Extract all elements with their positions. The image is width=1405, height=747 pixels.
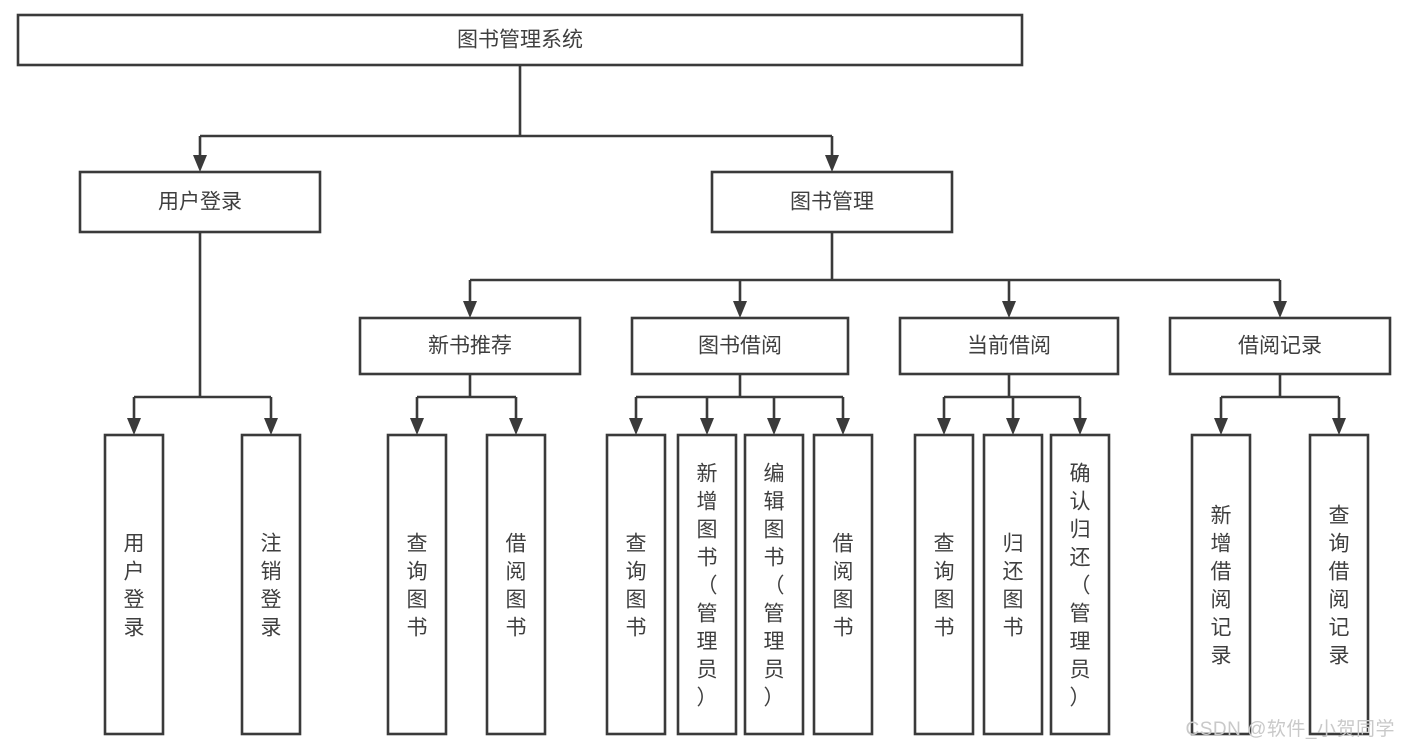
node-box[interactable] [1049,433,1111,736]
node-box[interactable] [1190,433,1252,736]
arrow-head-icon [1006,418,1020,435]
node-label: 编辑图书（管理员） [764,462,785,709]
node-label: 借阅记录 [1238,335,1322,358]
node-box[interactable] [16,13,1024,67]
node-label: 新书推荐 [428,335,512,358]
leaf-node-leaf-edit-book[interactable]: 编辑图书（管理员） [743,433,805,736]
node-label: 用户登录 [124,532,145,639]
arrow-head-icon [825,155,839,172]
node-boxes-layer: 图书管理系统用户登录图书管理新书推荐图书借阅当前借阅借阅记录用户登录注销登录查询… [16,13,1392,736]
node-label: 图书管理系统 [457,29,583,52]
arrow-head-icon [509,418,523,435]
node-box[interactable] [676,433,738,736]
leaf-node-leaf-return-book[interactable]: 归还图书 [982,433,1044,736]
arrow-head-icon [1273,301,1287,318]
node-box[interactable] [743,433,805,736]
node-box[interactable] [913,433,975,736]
arrow-head-icon [127,418,141,435]
leaf-node-leaf-add-book[interactable]: 新增图书（管理员） [676,433,738,736]
node-box[interactable] [386,433,448,736]
arrow-head-icon [629,418,643,435]
leaf-node-leaf-confirm-return[interactable]: 确认归还（管理员） [1049,433,1111,736]
arrow-head-icon [700,418,714,435]
arrow-head-icon [767,418,781,435]
node-label: 图书借阅 [698,335,782,358]
node-label: 新增图书（管理员） [697,462,718,709]
level2-node-book-manage[interactable]: 图书管理 [710,170,954,234]
node-label: 查询借阅记录 [1329,504,1350,667]
node-label: 借阅图书 [833,532,854,639]
node-box[interactable] [812,433,874,736]
leaf-node-leaf-borrow-book-1[interactable]: 借阅图书 [485,433,547,736]
leaf-node-leaf-borrow-book-2[interactable]: 借阅图书 [812,433,874,736]
node-label: 注销登录 [261,532,282,639]
node-box[interactable] [630,316,850,376]
node-box[interactable] [358,316,582,376]
leaf-node-leaf-user-login[interactable]: 用户登录 [103,433,165,736]
arrow-head-icon [937,418,951,435]
node-label: 确认归还（管理员） [1070,462,1091,709]
leaf-node-leaf-query-book-3[interactable]: 查询图书 [913,433,975,736]
arrow-head-icon [193,155,207,172]
leaf-node-leaf-add-record[interactable]: 新增借阅记录 [1190,433,1252,736]
connector-lines-layer [127,65,1346,435]
node-label: 用户登录 [158,191,242,214]
node-box[interactable] [982,433,1044,736]
arrow-head-icon [410,418,424,435]
level3-node-new-book-rec[interactable]: 新书推荐 [358,316,582,376]
node-label: 图书管理 [790,191,874,214]
arrow-head-icon [264,418,278,435]
root-node-root[interactable]: 图书管理系统 [16,13,1024,67]
node-label: 查询图书 [934,532,955,639]
node-box[interactable] [1308,433,1370,736]
level3-node-borrow-record[interactable]: 借阅记录 [1168,316,1392,376]
node-box[interactable] [1168,316,1392,376]
node-box[interactable] [240,433,302,736]
arrow-head-icon [1073,418,1087,435]
node-box[interactable] [898,316,1120,376]
arrow-head-icon [1332,418,1346,435]
level3-node-book-borrow[interactable]: 图书借阅 [630,316,850,376]
leaf-node-leaf-user-logout[interactable]: 注销登录 [240,433,302,736]
node-label: 查询图书 [407,532,428,639]
leaf-node-leaf-query-book-1[interactable]: 查询图书 [386,433,448,736]
node-box[interactable] [710,170,954,234]
node-box[interactable] [485,433,547,736]
level2-node-user-login[interactable]: 用户登录 [78,170,322,234]
csdn-watermark: CSDN @软件_小贺同学 [1185,719,1395,740]
node-box[interactable] [605,433,667,736]
node-box[interactable] [103,433,165,736]
leaf-node-leaf-query-book-2[interactable]: 查询图书 [605,433,667,736]
level3-node-current-borrow[interactable]: 当前借阅 [898,316,1120,376]
node-label: 归还图书 [1003,532,1024,639]
node-label: 查询图书 [626,532,647,639]
arrow-head-icon [463,301,477,318]
node-label: 新增借阅记录 [1211,504,1232,667]
node-label: 当前借阅 [967,335,1051,358]
arrow-head-icon [1214,418,1228,435]
node-box[interactable] [78,170,322,234]
arrow-head-icon [1002,301,1016,318]
arrow-head-icon [836,418,850,435]
leaf-node-leaf-query-record[interactable]: 查询借阅记录 [1308,433,1370,736]
arrow-head-icon [733,301,747,318]
node-label: 借阅图书 [506,532,527,639]
